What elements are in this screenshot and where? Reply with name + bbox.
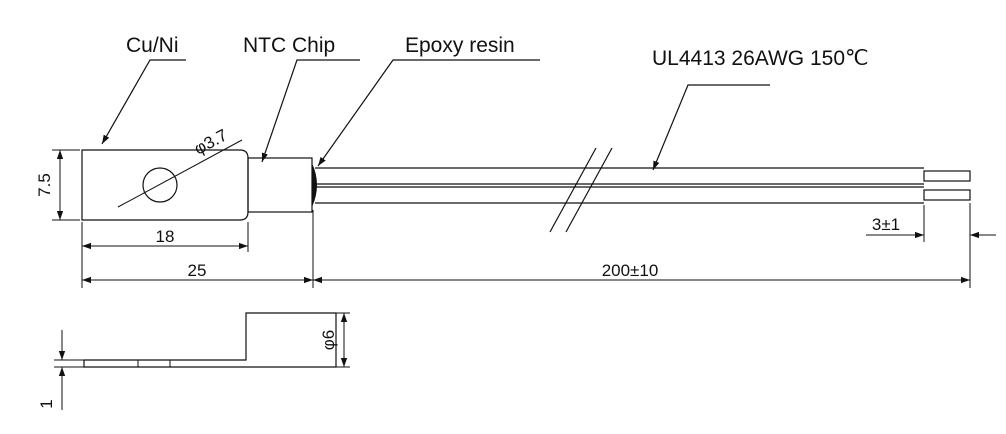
callout-cu-ni: Cu/Ni <box>126 34 179 57</box>
dim-side-height: φ6 <box>319 330 338 350</box>
dim-body-length: 25 <box>188 261 207 280</box>
dimensions: φ3.7 7.5 18 25 200±10 3±1 <box>35 125 996 288</box>
epoxy-bead <box>312 163 317 207</box>
dim-thickness: 1 <box>37 399 56 408</box>
callout-wire-spec: UL4413 26AWG 150℃ <box>652 47 869 70</box>
mounting-hole <box>142 167 178 203</box>
cu-ni-tab <box>81 149 249 221</box>
callout-ntc-chip: NTC Chip <box>243 34 335 57</box>
lead-wires <box>315 167 971 204</box>
dim-strip-length: 3±1 <box>872 215 900 234</box>
dim-tab-length: 18 <box>156 227 175 246</box>
callouts: Cu/Ni NTC Chip Epoxy resin UL4413 26AWG … <box>101 34 869 171</box>
dim-tab-height: 7.5 <box>35 173 54 197</box>
top-view <box>81 147 971 233</box>
dim-hole-diameter: φ3.7 <box>191 125 231 158</box>
break-symbol <box>549 147 613 233</box>
callout-epoxy-resin: Epoxy resin <box>405 34 515 57</box>
side-view: φ6 1 <box>37 312 350 410</box>
side-profile <box>83 312 337 368</box>
dim-lead-length: 200±10 <box>602 261 659 280</box>
ntc-chip-body <box>247 157 313 213</box>
